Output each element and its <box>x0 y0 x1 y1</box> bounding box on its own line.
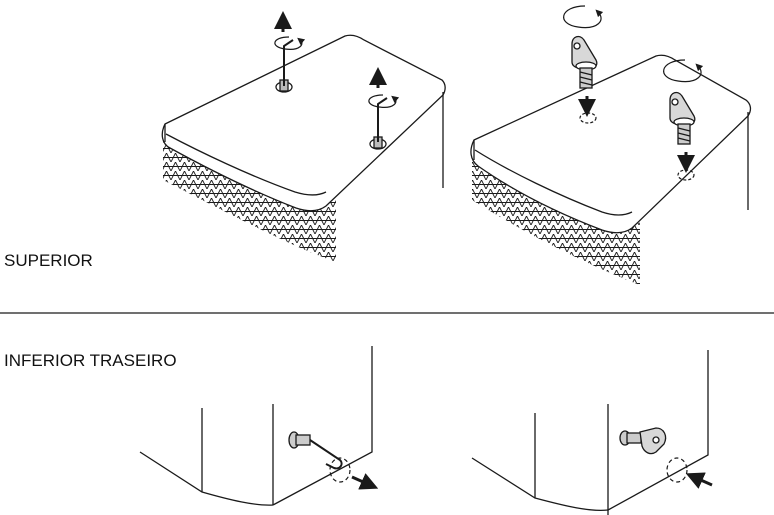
bolt-hole <box>579 112 597 124</box>
grille-mesh <box>472 158 640 285</box>
rotate-icon <box>274 36 306 50</box>
screw-rear-left <box>288 431 343 470</box>
eye-bolt-rear <box>619 427 667 455</box>
bolt-hole <box>677 169 695 181</box>
bolt-hole <box>666 457 688 483</box>
top-left-cabinet <box>161 34 446 262</box>
rotate-icon <box>663 59 704 83</box>
screw-left-1 <box>275 39 294 93</box>
rotate-icon <box>368 94 400 108</box>
arrow-in-icon <box>685 472 713 489</box>
eye-bolt-2 <box>669 91 696 145</box>
eye-bolt-1 <box>571 35 598 89</box>
arrow-out-icon <box>351 473 379 490</box>
bottom-left-cabinet <box>139 346 373 506</box>
section-label-top: SUPERIOR <box>4 251 93 270</box>
bottom-right-cabinet <box>471 350 709 515</box>
screw-left-2 <box>369 97 388 150</box>
section-label-bottom: INFERIOR TRASEIRO <box>4 351 177 370</box>
grille-mesh <box>163 140 336 262</box>
rotate-icon <box>563 5 604 29</box>
top-right-cabinet <box>470 54 752 285</box>
bolt-hole <box>329 457 351 483</box>
